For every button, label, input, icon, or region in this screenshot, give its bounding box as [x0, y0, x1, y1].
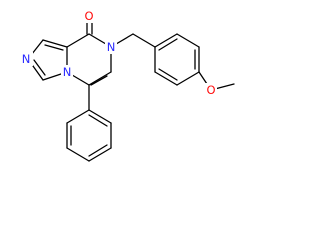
atom-label-layer: O N N N O	[20, 9, 217, 97]
bond-ar1-ar2	[154, 33, 178, 48]
bond-ph1-ph2	[88, 109, 112, 124]
atom-label-background	[205, 83, 217, 97]
imidazole-nitrogen-atom: N	[20, 52, 33, 66]
bond-ph3-ph4-inner	[88, 144, 108, 157]
bond-ar5-ar6-inner	[158, 68, 178, 81]
bond-c8a-c1-inner	[44, 44, 64, 51]
bond-ar5-ar6	[154, 71, 178, 86]
atom-label-background	[83, 9, 95, 23]
bond-c6-c5-inner	[90, 75, 108, 86]
bond-c6-c5	[88, 71, 112, 86]
carbonyl-oxygen-atom: O	[83, 9, 95, 23]
atom-label-background	[20, 52, 33, 66]
bridgehead-nitrogen-atom: N	[61, 65, 73, 79]
chemical-structure-diagram: O N N N O	[20, 9, 235, 162]
bond-n2-c3-inner	[33, 59, 46, 76]
atom-label-bridgehead-nitrogen: N	[63, 65, 72, 79]
atom-label-carbonyl-oxygen: O	[84, 9, 93, 23]
bond-ar4-ar5	[176, 71, 200, 86]
bond-c8-c8a	[66, 33, 90, 48]
bond-ar1-ar2-inner	[158, 38, 178, 51]
bond-ph4-ph5	[66, 147, 90, 162]
bond-ph1-ph2-inner	[88, 114, 108, 127]
bond-ch2-aryl	[132, 33, 156, 48]
atom-label-amide-nitrogen: N	[107, 40, 116, 54]
atom-label-background	[61, 65, 73, 79]
atom-label-methoxy-oxygen: O	[206, 83, 215, 97]
bond-ar2-ar3	[176, 33, 200, 48]
amide-nitrogen-atom: N	[105, 40, 117, 54]
bond-layer	[27, 20, 235, 162]
atom-label-background	[105, 40, 117, 54]
bond-c8a-c1	[42, 39, 68, 48]
methoxy-oxygen-atom: O	[205, 83, 217, 97]
bond-ph3-ph4	[88, 147, 112, 162]
atom-label-imidazole-nitrogen: N	[22, 52, 31, 66]
bond-ph6-ph1	[66, 109, 90, 124]
